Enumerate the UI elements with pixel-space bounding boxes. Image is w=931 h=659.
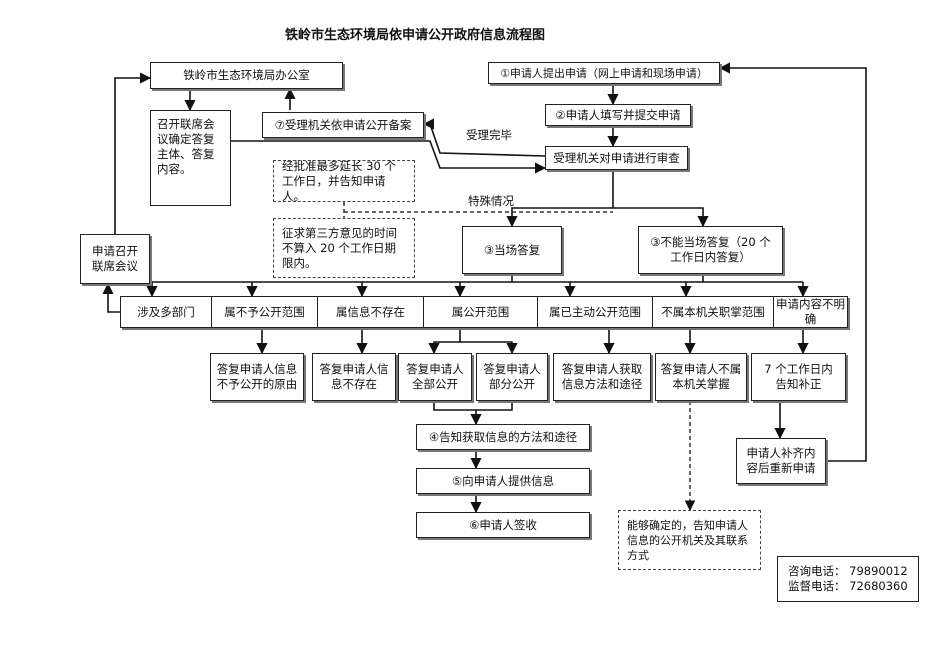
category-cell: 不属本机关职掌范围 <box>653 297 774 327</box>
category-cell: 属信息不存在 <box>318 297 424 327</box>
meeting-box: 召开联席会议确定答复主体、答复内容。 <box>150 110 231 206</box>
arrow-meeting-review <box>231 140 547 174</box>
category-row: 涉及多部门 属不予公开范围 属信息不存在 属公开范围 属已主动公开范围 不属本机… <box>120 296 848 328</box>
category-cell: 申请内容不明确 <box>776 297 845 326</box>
label-accepted: 受理完毕 <box>466 128 512 142</box>
arrow-apply-office <box>114 72 152 234</box>
step5-box: ⑤向申请人提供信息 <box>416 468 590 494</box>
filing-box: ⑦受理机关依申请公开备案 <box>262 112 424 138</box>
consult-phone: 咨询电话： 79890012 <box>788 564 908 578</box>
page-title: 铁岭市生态环境局依申请公开政府信息流程图 <box>285 28 546 43</box>
arrow-branch-left <box>506 207 613 228</box>
supplement-box: 申请人补齐内容后重新申请 <box>736 438 826 484</box>
extend-box: 经批准最多延长 30 个工作日，并告知申请人。 <box>273 159 415 203</box>
office-box: 铁岭市生态环境局办公室 <box>150 62 343 89</box>
complaint-phone: 监督电话： 72680360 <box>788 579 908 593</box>
reply-box: 答复申请人信息不存在 <box>312 353 396 401</box>
unable-confirm-box: 能够确定的，告知申请人信息的公开机关及其联系方式 <box>618 510 761 570</box>
step4-box: ④告知获取信息的方法和途径 <box>416 424 590 450</box>
reply-box: 答复申请人获取信息方法和途径 <box>553 353 651 401</box>
arrow-branch-right <box>613 207 709 228</box>
step6-box: ⑥申请人签收 <box>416 512 590 538</box>
arrow-cat1-apply <box>102 282 120 313</box>
submit-box: ①申请人提出申请（网上申请和现场申请） <box>488 62 720 84</box>
category-cell: 属公开范围 <box>424 297 538 327</box>
arrow-review-filing <box>422 118 546 157</box>
reply-box: 答复申请人不属本机关掌握 <box>655 353 747 401</box>
immediate-box: ③当场答复 <box>462 226 562 274</box>
label-special: 特殊情况 <box>468 194 514 208</box>
category-cell: 涉及多部门 <box>121 297 212 327</box>
contact-box: 咨询电话： 79890012 监督电话： 72680360 <box>777 556 919 602</box>
reply-box: 答复申请人信息不予公开的原由 <box>210 353 304 401</box>
reply-box: 答复申请人全部公开 <box>398 353 472 401</box>
apply-meeting-box: 申请召开联席会议 <box>80 234 150 284</box>
fill-box: ②申请人填写并提交申请 <box>545 104 691 126</box>
review-box: 受理机关对申请进行审查 <box>545 146 688 170</box>
third-party-box: 征求第三方意见的时间不算入 20 个工作日期限内。 <box>273 218 415 278</box>
reply-box: 答复申请人部分公开 <box>476 353 548 401</box>
reply-box: 7 个工作日内告知补正 <box>751 353 846 401</box>
arrow-supplement-submit <box>718 62 867 462</box>
category-cell: 属不予公开范围 <box>212 297 318 327</box>
not-immediate-box: ③不能当场答复（20 个工作日内答复） <box>638 226 783 274</box>
category-cell: 属已主动公开范围 <box>538 297 653 327</box>
